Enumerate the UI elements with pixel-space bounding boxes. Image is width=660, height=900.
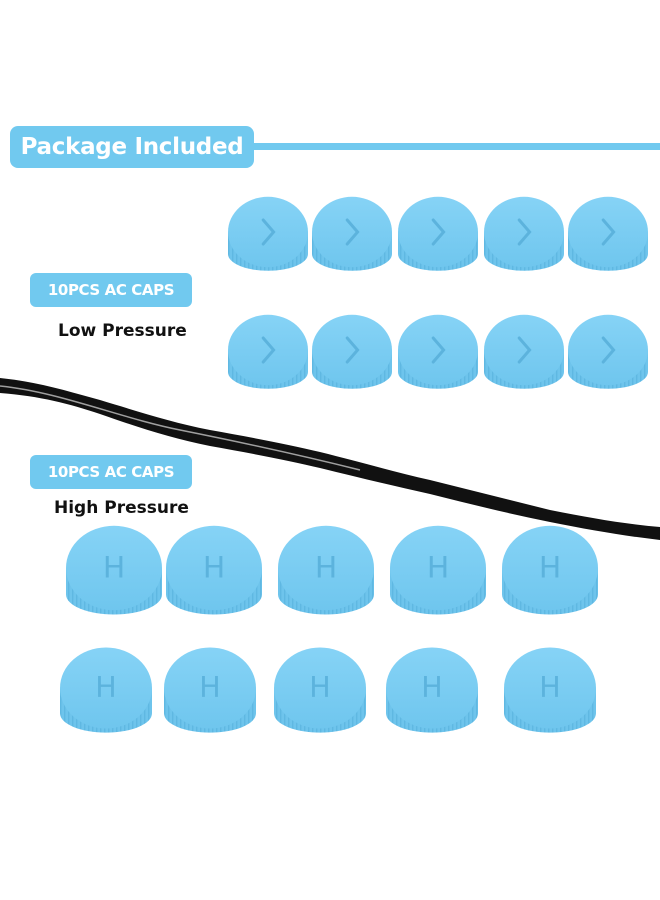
low-pressure-cap	[568, 196, 648, 271]
cap-letter: H	[103, 551, 125, 586]
cap-letter: H	[539, 671, 560, 704]
chevron-right-icon	[261, 218, 276, 246]
chevron-right-icon	[601, 336, 616, 364]
low-pressure-cap	[568, 314, 648, 389]
chevron-right-icon	[345, 336, 360, 364]
cap-letter: H	[315, 551, 337, 586]
high-pressure-cap: H	[60, 647, 152, 733]
low-pressure-caption: Low Pressure	[58, 321, 187, 341]
header-title: Package Included	[10, 126, 254, 168]
low-pressure-cap	[484, 196, 564, 271]
cap-letter: H	[203, 551, 225, 586]
header-line	[230, 143, 660, 150]
chevron-right-icon	[601, 218, 616, 246]
high-pressure-cap: H	[66, 525, 162, 615]
low-pressure-cap	[312, 314, 392, 389]
chevron-right-icon	[431, 336, 446, 364]
low-pressure-cap	[484, 314, 564, 389]
high-pressure-cap: H	[164, 647, 256, 733]
low-pressure-cap	[228, 196, 308, 271]
high-pressure-cap: H	[278, 525, 374, 615]
high-pressure-badge: 10PCS AC CAPS	[30, 455, 192, 489]
chevron-right-icon	[431, 218, 446, 246]
low-pressure-cap	[312, 196, 392, 271]
low-pressure-cap	[398, 314, 478, 389]
low-pressure-cap	[228, 314, 308, 389]
cap-letter: H	[539, 551, 561, 586]
chevron-right-icon	[517, 218, 532, 246]
cap-letter: H	[199, 671, 220, 704]
high-pressure-cap: H	[274, 647, 366, 733]
low-pressure-cap	[398, 196, 478, 271]
cap-letter: H	[95, 671, 116, 704]
cap-letter: H	[309, 671, 330, 704]
cap-letter: H	[421, 671, 442, 704]
high-pressure-cap: H	[504, 647, 596, 733]
high-pressure-caption: High Pressure	[54, 498, 189, 518]
high-pressure-cap: H	[166, 525, 262, 615]
chevron-right-icon	[517, 336, 532, 364]
chevron-right-icon	[345, 218, 360, 246]
high-pressure-cap: H	[390, 525, 486, 615]
cap-letter: H	[427, 551, 449, 586]
chevron-right-icon	[261, 336, 276, 364]
high-pressure-cap: H	[502, 525, 598, 615]
high-pressure-cap: H	[386, 647, 478, 733]
low-pressure-badge: 10PCS AC CAPS	[30, 273, 192, 307]
